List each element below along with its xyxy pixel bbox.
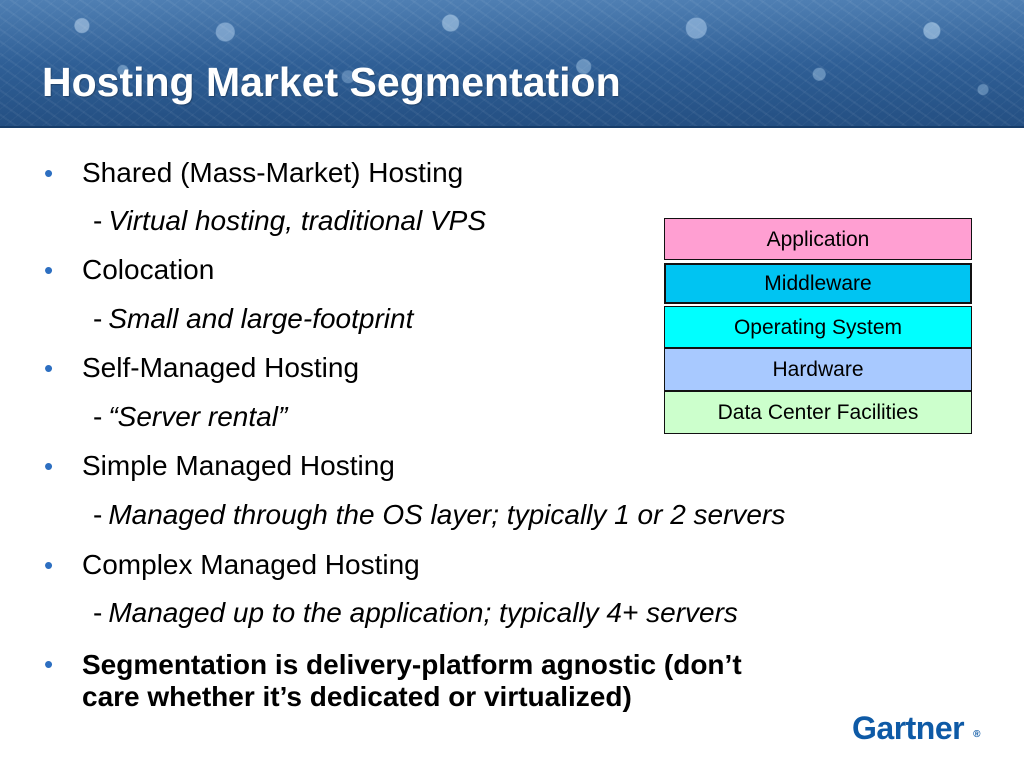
- sub-item-dash: -: [93, 401, 103, 432]
- stack-layer-hardware: Hardware: [664, 348, 972, 391]
- sub-item-simple-managed-hosting: -Managed through the OS layer; typically…: [93, 500, 785, 530]
- bullet-text: Simple Managed Hosting: [82, 450, 395, 481]
- stack-layer-data-center-facilities: Data Center Facilities: [664, 391, 972, 434]
- sub-item-text: Virtual hosting, traditional VPS: [108, 205, 487, 236]
- stack-layer-middleware: Middleware: [664, 263, 972, 304]
- bullet-marker: •: [44, 353, 54, 383]
- sub-item-dash: -: [93, 597, 103, 628]
- bullet-marker: •: [44, 649, 54, 679]
- bullet-text: Self-Managed Hosting: [82, 352, 360, 383]
- stack-layer-application: Application: [664, 218, 972, 260]
- sub-item-self-managed-hosting: -“Server rental”: [93, 402, 287, 432]
- bullet-text: Shared (Mass-Market) Hosting: [82, 157, 464, 188]
- sub-item-dash: -: [93, 205, 103, 236]
- sub-item-text: Managed up to the application; typically…: [108, 597, 738, 628]
- bullet-text-line-two: care whether it’s dedicated or virtualiz…: [82, 681, 632, 712]
- bullet-marker: •: [44, 255, 54, 285]
- sub-item-colocation: -Small and large-footprint: [93, 304, 413, 334]
- bullet-text: Colocation: [82, 254, 215, 285]
- bullet-text: Complex Managed Hosting: [82, 549, 420, 580]
- gartner-logo-text: Gartner: [852, 710, 965, 746]
- bullet-marker: •: [44, 550, 54, 580]
- sub-item-dash: -: [93, 303, 103, 334]
- registered-mark: ®: [973, 729, 980, 740]
- sub-item-text: Managed through the OS layer; typically …: [108, 499, 786, 530]
- slide-title: Hosting Market Segmentation: [42, 59, 621, 105]
- sub-item-dash: -: [93, 499, 103, 530]
- slide-header-banner: Hosting Market Segmentation: [0, 0, 1024, 128]
- hosting-stack-diagram: Application Middleware Operating System …: [664, 218, 972, 434]
- bullet-marker: •: [44, 451, 54, 481]
- stack-layer-operating-system: Operating System: [664, 306, 972, 348]
- sub-item-text: Small and large-footprint: [108, 303, 414, 334]
- bullet-text-line-one: Segmentation is delivery-platform agnost…: [82, 649, 742, 680]
- sub-item-complex-managed-hosting: -Managed up to the application; typicall…: [93, 598, 738, 628]
- sub-item-text: “Server rental”: [108, 401, 288, 432]
- sub-item-shared-hosting: -Virtual hosting, traditional VPS: [93, 206, 486, 236]
- gartner-logo: Gartner ®: [852, 712, 992, 748]
- bullet-marker: •: [44, 158, 54, 188]
